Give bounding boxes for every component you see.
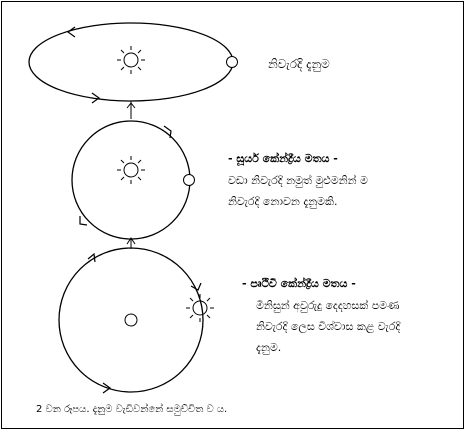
earth-centered-orbit — [58, 247, 204, 393]
arrow-icon — [66, 26, 76, 38]
sun-centered-heading: - සූර්ය කේන්ද්‍රීය මතය - — [228, 152, 338, 165]
planet-icon — [226, 56, 238, 68]
correct-knowledge-label: නිවැරදි දැනුම — [268, 57, 330, 71]
figure-caption: 2 වන රූපය. දැනුම වැඩිවන්නේ සමුච්චිත ව ය. — [36, 404, 228, 415]
arrow-icon — [126, 102, 136, 109]
arrow-icon — [163, 125, 172, 139]
arrow-icon — [79, 216, 88, 226]
earth-icon — [124, 313, 138, 327]
sun-centered-description: වඩා නිවැරදි නමුත් මුළුමනින් ම නිවැරදි නො… — [228, 174, 368, 208]
earth-centered-description: මිනිසුන් අවුරුදු දෙදහසක් පමණ නිවැරදි ලෙස… — [256, 299, 401, 354]
arrow-icon — [190, 282, 202, 291]
earth-centered-heading: - පෘථිවි කේන්ද්‍රීය මතය - — [242, 277, 356, 290]
arrow-icon — [102, 382, 112, 394]
arrow-icon — [91, 92, 101, 104]
elliptical-orbit — [28, 22, 234, 102]
sun-icon — [116, 45, 146, 75]
arrow-icon — [126, 237, 136, 245]
planet-icon — [183, 174, 195, 186]
arrow-icon — [87, 252, 96, 263]
sun-icon — [116, 155, 146, 185]
